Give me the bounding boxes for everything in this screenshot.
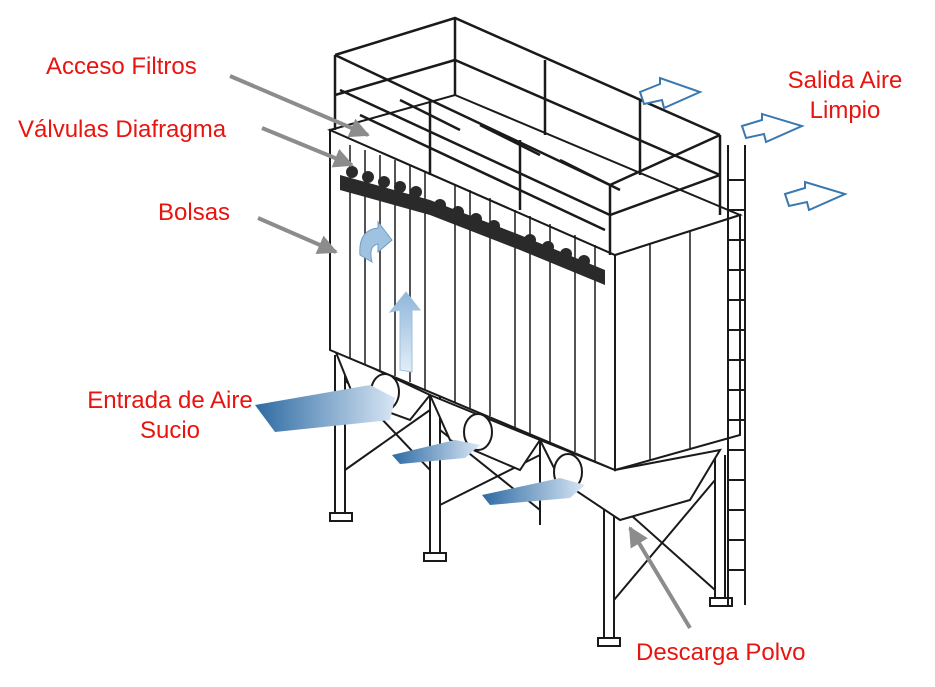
filter-housing (327, 93, 743, 472)
label-entrada-line2: Sucio (139, 417, 201, 444)
top-walkway-railing (333, 16, 722, 255)
upward-airflow-arrow-icon (359, 220, 422, 373)
access-ladder (727, 145, 746, 605)
label-descarga-polvo: Descarga Polvo (636, 639, 806, 666)
dirty-air-inlet-arrow-icon (255, 385, 585, 505)
hoppers (333, 348, 723, 522)
label-bolsas: Bolsas (158, 199, 231, 226)
pointer-arrow-bolsas (257, 216, 338, 254)
diaphragm-valves (340, 166, 605, 285)
pointer-arrow-acceso (229, 74, 370, 138)
clean-air-outlet-arrow-icon (638, 76, 848, 212)
pointer-arrow-valvulas (261, 126, 354, 168)
pointer-arrows (229, 74, 692, 630)
label-salida-line1: Salida Aire (787, 67, 903, 94)
label-entrada-line1: Entrada de Aire (87, 387, 253, 414)
label-salida-aire-limpio: Salida Aire Limpio (786, 66, 904, 126)
pointer-arrow-descarga (628, 526, 692, 630)
label-salida-line2: Limpio (809, 97, 881, 124)
label-valvulas-diafragma: Válvulas Diafragma (18, 116, 227, 143)
label-acceso-filtros: Acceso Filtros (46, 53, 197, 80)
label-entrada-aire-sucio: Entrada de Aire Sucio (72, 386, 268, 446)
